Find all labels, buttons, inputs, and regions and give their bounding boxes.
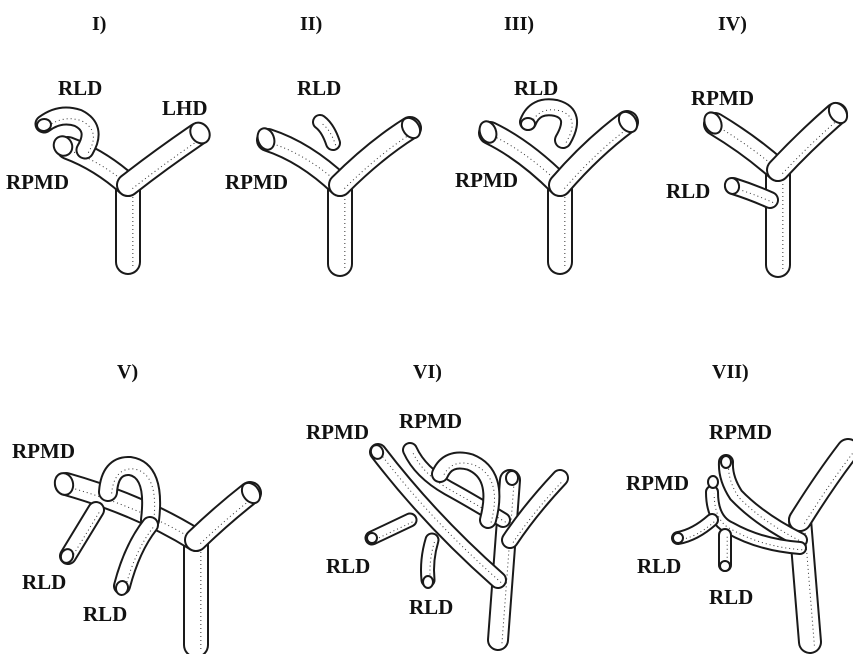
- panel-5-left-branch: [53, 472, 208, 552]
- panel-7-label-rld-2: RLD: [709, 585, 754, 609]
- panel-7-rld-2: [718, 528, 732, 572]
- panel-4-right-branch: [766, 101, 849, 182]
- panel-6-main-duct: [487, 469, 521, 651]
- panel-3-label-rld: RLD: [514, 76, 559, 100]
- panel-1-label-rpmd: RPMD: [6, 170, 69, 194]
- panel-2-numeral: II): [300, 13, 323, 35]
- panel-3-main-duct: [547, 172, 573, 275]
- panel-2-label-rpmd: RPMD: [225, 170, 288, 194]
- panel-6-right: [501, 469, 569, 549]
- panel-2-rld: [312, 114, 341, 151]
- panel-5-rld-2: [113, 516, 159, 596]
- panel-6-label-rld-2: RLD: [409, 595, 454, 619]
- panel-4-main-duct: [765, 157, 791, 278]
- panel-3-rld-hook: [519, 98, 579, 149]
- panel-6-rld-2: [420, 532, 440, 589]
- panel-6-rld-1: [364, 512, 418, 546]
- panel-5-main-duct: [183, 527, 209, 654]
- panel-1-rld-hook: [34, 106, 100, 160]
- panel-5-rld-1: [59, 501, 105, 565]
- panel-4-label-rld: RLD: [666, 179, 711, 203]
- panel-7-label-rpmd-2: RPMD: [626, 471, 689, 495]
- panel-2-label-rld: RLD: [297, 76, 342, 100]
- panel-5-right-branch: [184, 481, 262, 552]
- panel-6-label-rpmd-2: RPMD: [399, 409, 462, 433]
- panel-1-main-duct: [115, 172, 141, 275]
- panel-4-rld: [723, 177, 779, 209]
- panel-6-branch-a: [369, 443, 507, 589]
- panel-2-main-duct: [327, 172, 353, 277]
- panel-2-right-branch: [328, 116, 422, 197]
- panel-6-hook: [431, 451, 501, 529]
- panel-7-numeral: VII): [712, 361, 749, 383]
- panel-6-numeral: VI): [413, 361, 442, 383]
- panel-3-right-branch: [548, 110, 639, 197]
- panel-7-branch-b: [705, 475, 807, 555]
- panel-4-label-rpmd: RPMD: [691, 86, 754, 110]
- panel-1-label-lhd: LHD: [162, 96, 208, 120]
- panel-5-label-rpmd: RPMD: [12, 439, 75, 463]
- panel-5-label-rld-1: RLD: [22, 570, 67, 594]
- panel-3-label-rpmd: RPMD: [455, 168, 518, 192]
- panel-6-label-rld-1: RLD: [326, 554, 371, 578]
- panel-4-numeral: IV): [718, 13, 747, 35]
- panel-5-numeral: V): [117, 361, 139, 383]
- panel-5-hook: [98, 456, 162, 530]
- panel-7-label-rpmd-1: RPMD: [709, 420, 772, 444]
- panel-6-label-rpmd-1: RPMD: [306, 420, 369, 444]
- panel-1-numeral: I): [92, 13, 107, 35]
- panel-1-label-rld: RLD: [58, 76, 103, 100]
- panel-7-right-branch: [788, 438, 853, 532]
- panel-7-rld-1: [671, 513, 719, 545]
- panel-5-label-rld-2: RLD: [83, 602, 128, 626]
- panel-1-right-branch: [116, 121, 211, 197]
- panel-3-numeral: III): [504, 13, 535, 35]
- panel-7-label-rld-1: RLD: [637, 554, 682, 578]
- panel-7-branch-a: [717, 454, 808, 548]
